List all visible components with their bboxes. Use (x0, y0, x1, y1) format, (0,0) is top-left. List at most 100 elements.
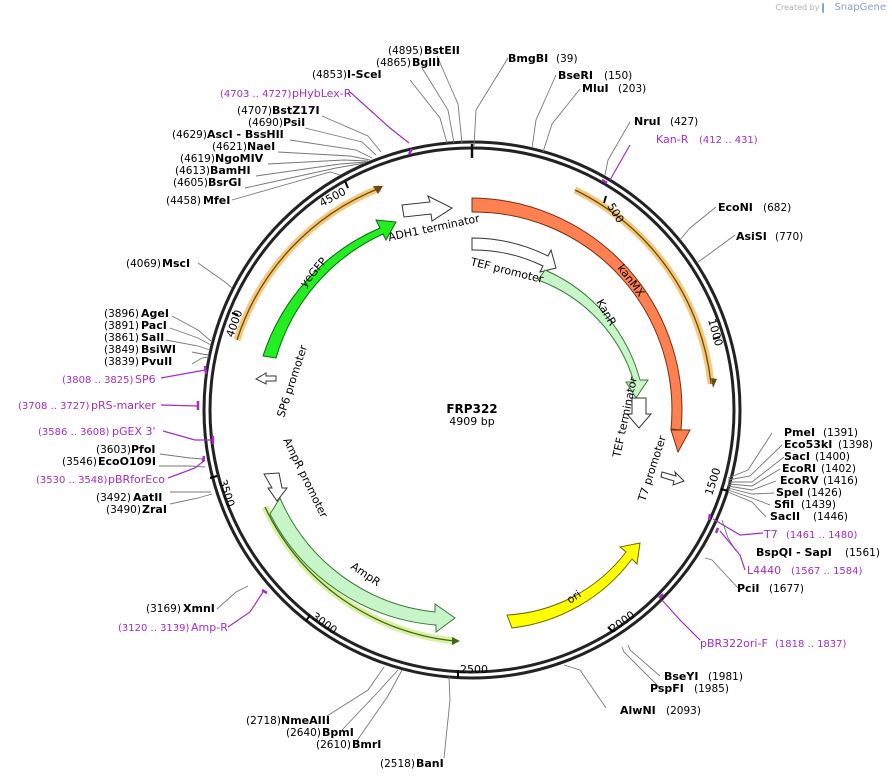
enzyme-speI[interactable]: SpeI(1426) (776, 486, 842, 499)
svg-text:(3839): (3839) (104, 356, 139, 368)
credit-brand: SnapGene (834, 2, 886, 13)
svg-text:SacII: SacII (770, 510, 800, 523)
svg-text:(1981): (1981) (708, 671, 743, 683)
enzyme-bmrI[interactable]: (2610)BmrI (316, 738, 381, 751)
feature-t7-promoter[interactable] (660, 470, 685, 486)
enzyme-bseRI[interactable]: BseRI(150) (558, 69, 632, 82)
feature-yegfp[interactable] (262, 219, 397, 359)
enzyme-alwNI[interactable]: AlwNI(2093) (620, 704, 701, 717)
primer-prs-marker[interactable]: (3708 .. 3727)pRS-marker (18, 399, 156, 412)
svg-text:EcoNI: EcoNI (718, 201, 753, 214)
feature-tef-promoter[interactable] (471, 237, 557, 273)
enzyme-sfiI[interactable]: SfiI(1439) (774, 498, 836, 511)
primer-kan-r[interactable]: Kan-R(412 .. 431) (656, 133, 758, 146)
svg-text:(3891): (3891) (104, 320, 139, 332)
svg-text:SpeI: SpeI (776, 486, 803, 499)
feature-tef-terminator[interactable] (625, 397, 653, 429)
svg-text:AsiSI: AsiSI (736, 230, 767, 243)
enzyme-i-sceI[interactable]: (4853)I-SceI (312, 68, 382, 81)
feature-ampr-promoter[interactable] (263, 472, 289, 502)
enzyme-ngoMIV[interactable]: (4619)NgoMIV (180, 152, 264, 165)
enzyme-ascI-bssHII[interactable]: (4629)AscI - BssHII (172, 128, 284, 141)
enzyme-bsiWI[interactable]: (3849)BsiWI (104, 343, 176, 356)
enzyme-pfoI[interactable]: (3603)PfoI (96, 443, 156, 456)
primer-phyblex-r[interactable]: (4703 .. 4727)pHybLex-R (220, 87, 352, 100)
enzyme-pciI[interactable]: PciI(1677) (737, 582, 804, 595)
enzyme-ecoO109I[interactable]: (3546)EcoO109I (62, 455, 156, 468)
enzyme-salI[interactable]: (3861)SalI (104, 331, 164, 344)
enzyme-banI[interactable]: (2518)BanI (380, 757, 444, 770)
svg-text:(1446): (1446) (813, 511, 848, 523)
svg-text:NaeI: NaeI (247, 140, 275, 153)
svg-text:(39): (39) (556, 53, 578, 65)
label-sp6-promoter: SP6 promoter (274, 343, 310, 419)
enzyme-ecoRV[interactable]: EcoRV(1416) (780, 474, 858, 487)
svg-text:PvuII: PvuII (141, 355, 172, 368)
enzyme-bstEII[interactable]: (4895)BstEII (388, 44, 460, 57)
enzyme-ecoNI[interactable]: EcoNI(682) (718, 201, 791, 214)
enzyme-bseYI[interactable]: BseYI (1981) (664, 670, 743, 683)
label-ampr-promoter: AmpR promoter (280, 436, 330, 521)
enzyme-pvuII[interactable]: (3839)PvuII (104, 355, 172, 368)
primer-amp-r[interactable]: (3120 .. 3139)Amp-R (118, 621, 228, 634)
enzyme-naeI[interactable]: (4621)NaeI (212, 140, 275, 153)
enzyme-ageI[interactable]: (3896)AgeI (104, 307, 169, 320)
enzyme-pspFI[interactable]: PspFI(1985) (650, 682, 729, 695)
svg-text:PspFI: PspFI (650, 682, 684, 695)
svg-text:Amp-R: Amp-R (191, 621, 228, 634)
primer-pbr322ori-f[interactable]: pBR322ori-F(1818 .. 1837) (700, 637, 847, 650)
svg-text:PsiI: PsiI (283, 116, 305, 129)
enzyme-asiSI[interactable]: AsiSI (770) (736, 230, 803, 243)
enzyme-bmgBI[interactable]: BmgBI (39) (508, 52, 578, 65)
svg-text:(203): (203) (618, 83, 646, 95)
svg-text:(4619): (4619) (180, 153, 215, 165)
enzyme-mfeI[interactable]: (4458)MfeI (166, 194, 230, 207)
feature-kanr[interactable] (537, 269, 649, 399)
svg-text:(3492): (3492) (96, 492, 131, 504)
enzyme-eco53kI[interactable]: Eco53kI(1398) (784, 438, 873, 451)
primer-t7[interactable]: T7(1461 .. 1480) (763, 528, 858, 541)
svg-text:(3708 .. 3727): (3708 .. 3727) (18, 401, 90, 412)
enzyme-sacI[interactable]: SacI(1400) (784, 450, 850, 463)
enzyme-bsrGI[interactable]: (4605)BsrGI (173, 176, 241, 189)
enzyme-zraI[interactable]: (3490)ZraI (106, 503, 167, 516)
enzyme-pacI[interactable]: (3891)PacI (104, 319, 167, 332)
svg-text:(4703 .. 4727): (4703 .. 4727) (220, 89, 292, 100)
feature-kanmx[interactable] (471, 197, 691, 454)
svg-text:(770): (770) (775, 231, 803, 243)
orf-arc-kanr-line (574, 189, 712, 385)
enzyme-nruI[interactable]: NruI(427) (634, 115, 698, 128)
enzyme-psiI[interactable]: (4690)PsiI (248, 116, 305, 129)
svg-text:BseYI: BseYI (664, 670, 698, 683)
svg-text:SP6: SP6 (135, 373, 156, 386)
enzyme-bspQI-sapI[interactable]: BspQI - SapI(1561) (756, 546, 880, 559)
enzyme-ecoRI[interactable]: EcoRI(1402) (782, 462, 856, 475)
feature-adh1-terminator[interactable] (401, 195, 454, 222)
primer-pgex-3[interactable]: (3586 .. 3608)pGEX 3' (38, 425, 156, 438)
svg-text:BmgBI: BmgBI (508, 52, 548, 65)
enzyme-nmeAIII[interactable]: (2718)NmeAIII (246, 714, 330, 727)
enzyme-sacII[interactable]: SacII (1446) (770, 510, 848, 523)
enzyme-mluI[interactable]: MluI(203) (582, 82, 646, 95)
svg-text:SalI: SalI (141, 331, 164, 344)
svg-text:(4613): (4613) (175, 165, 210, 177)
feature-ampr[interactable] (269, 496, 456, 633)
feature-sp6-promoter[interactable] (254, 372, 277, 385)
svg-text:(4621): (4621) (212, 141, 247, 153)
enzyme-pmeI[interactable]: PmeI(1391) (784, 426, 858, 439)
primer-l4440[interactable]: L4440(1567 .. 1584) (747, 564, 863, 577)
enzyme-xmnI[interactable]: (3169)XmnI (146, 602, 215, 615)
enzyme-bstZ17I[interactable]: (4707)BstZ17I (237, 104, 320, 117)
primer-pbrforeco[interactable]: (3530 .. 3548)pBRforEco (36, 473, 165, 486)
primer-sp6[interactable]: (3808 .. 3825)SP6 (62, 373, 156, 386)
enzyme-bamHI[interactable]: (4613)BamHI (175, 164, 251, 177)
svg-text:pGEX 3': pGEX 3' (112, 425, 156, 438)
enzyme-aatII[interactable]: (3492)AatII (96, 491, 162, 504)
enzyme-bglII[interactable]: (4865)BglII (376, 56, 440, 69)
enzyme-bpmI[interactable]: (2640)BpmI (286, 726, 354, 739)
svg-text:XmnI: XmnI (183, 602, 215, 615)
feature-ori[interactable] (506, 542, 641, 629)
enzyme-mscI[interactable]: (4069)MscI (126, 257, 190, 270)
svg-text:PfoI: PfoI (131, 443, 156, 456)
svg-text:NmeAIII: NmeAIII (281, 714, 330, 727)
